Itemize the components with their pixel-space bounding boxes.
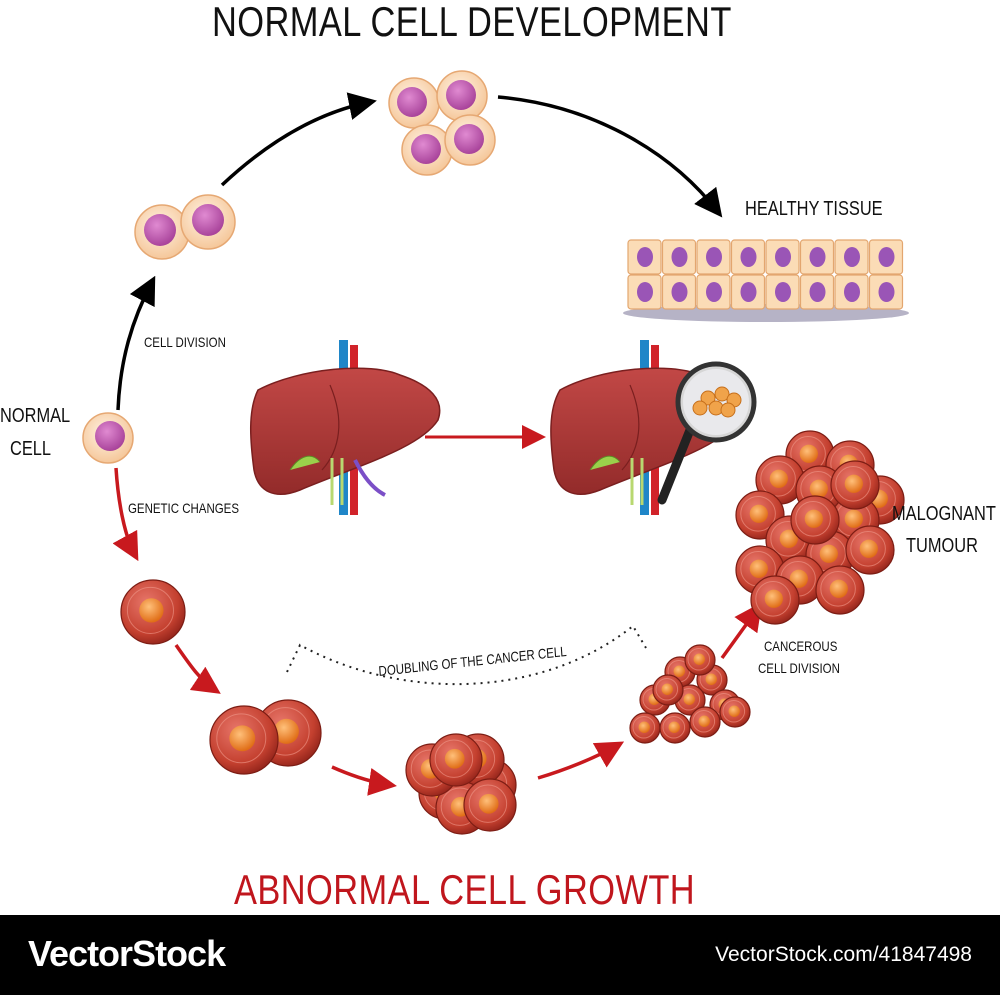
- tissue-nucleus: [740, 247, 757, 267]
- cancer-cell-body: [629, 712, 661, 744]
- footer-brand: VectorStock: [28, 933, 226, 974]
- doubling-bracket: [286, 624, 647, 686]
- arrow-division-to-four: [220, 92, 377, 187]
- tissue-nucleus: [844, 247, 860, 267]
- arrow-two-to-four: [331, 765, 397, 796]
- tissue-nucleus: [844, 282, 860, 302]
- tissue-nucleus: [775, 247, 791, 267]
- label-healthy-tissue: HEALTHY TISSUE: [745, 198, 883, 220]
- arrow-normal-to-division: [116, 275, 156, 411]
- tissue-nucleus: [878, 282, 895, 302]
- label-cancerous-2: CELL DIVISION: [758, 660, 840, 676]
- footer-bar: VectorStock VectorStock.com/41847498: [0, 915, 1000, 995]
- liver-with-tumour: [550, 340, 757, 515]
- arrow-four-to-cluster: [537, 741, 625, 780]
- cancer-cell-body: [209, 705, 279, 775]
- tissue-nucleus: [775, 282, 791, 302]
- malignant-tumour: [735, 430, 905, 625]
- tissue-nucleus: [671, 247, 688, 267]
- label-cell-division: CELL DIVISION: [144, 334, 226, 350]
- arrow-cluster-to-tumour: [720, 602, 763, 660]
- cancer-cell-body: [463, 778, 517, 832]
- footer-url: VectorStock.com/41847498: [715, 943, 972, 966]
- arrow-four-to-tissue: [497, 95, 723, 218]
- cancer-cell-body: [719, 696, 751, 728]
- dividing-cancer-cells: [209, 699, 322, 775]
- magnified-tumour-cells: [692, 386, 742, 418]
- label-genetic-changes: GENETIC CHANGES: [128, 500, 239, 516]
- cancer-cell-body: [830, 460, 880, 510]
- tissue-nucleus: [809, 282, 826, 302]
- cancer-cell-body: [790, 495, 840, 545]
- tumour-cell-dot: [720, 402, 736, 418]
- cancer-cell-body: [684, 644, 716, 676]
- cancer-cell-body: [120, 579, 186, 645]
- arrow-normal-to-cancer: [112, 467, 139, 562]
- cancer-cell: [120, 579, 186, 645]
- label-tumour-1: MALOGNANT: [892, 503, 996, 525]
- normal-cell: [82, 412, 134, 464]
- cancer-cell-body: [750, 575, 800, 625]
- title-abnormal-growth: ABNORMAL CELL GROWTH: [234, 866, 696, 913]
- healthy-tissue-layer: [623, 239, 909, 322]
- cancer-cell-body: [652, 674, 684, 706]
- label-tumour-2: TUMOUR: [906, 535, 978, 557]
- label-normal-cell-2: CELL: [10, 438, 52, 460]
- tissue-nucleus: [671, 282, 688, 302]
- label-normal-cell-1: NORMAL: [0, 405, 71, 427]
- divided-normal-cells: [134, 194, 236, 260]
- tumour-cell-dot: [714, 386, 730, 402]
- title-normal-development: NORMAL CELL DEVELOPMENT: [212, 0, 732, 45]
- cancer-cell-body: [815, 565, 865, 615]
- tissue-nucleus: [706, 282, 722, 302]
- arrow-cancer-to-two: [174, 643, 221, 694]
- cancer-cell-body: [845, 525, 895, 575]
- cancer-cell-body: [659, 712, 691, 744]
- four-cancer-cells: [405, 733, 517, 835]
- tissue-nucleus: [706, 247, 722, 267]
- tissue-nucleus: [637, 247, 653, 267]
- tissue-nucleus: [809, 247, 826, 267]
- tumour-cell-dot: [692, 400, 708, 416]
- four-normal-cells: [388, 70, 496, 176]
- cancer-cell-body: [689, 706, 721, 738]
- label-cancerous-1: CANCEROUS: [764, 638, 838, 654]
- liver-healthy: [250, 340, 441, 515]
- cancer-cell-cluster: [629, 644, 751, 744]
- cancer-cell-body: [429, 733, 483, 787]
- tumour-cell-dot: [700, 390, 716, 406]
- tissue-nucleus: [637, 282, 653, 302]
- tissue-nucleus: [878, 247, 895, 267]
- tissue-nucleus: [740, 282, 757, 302]
